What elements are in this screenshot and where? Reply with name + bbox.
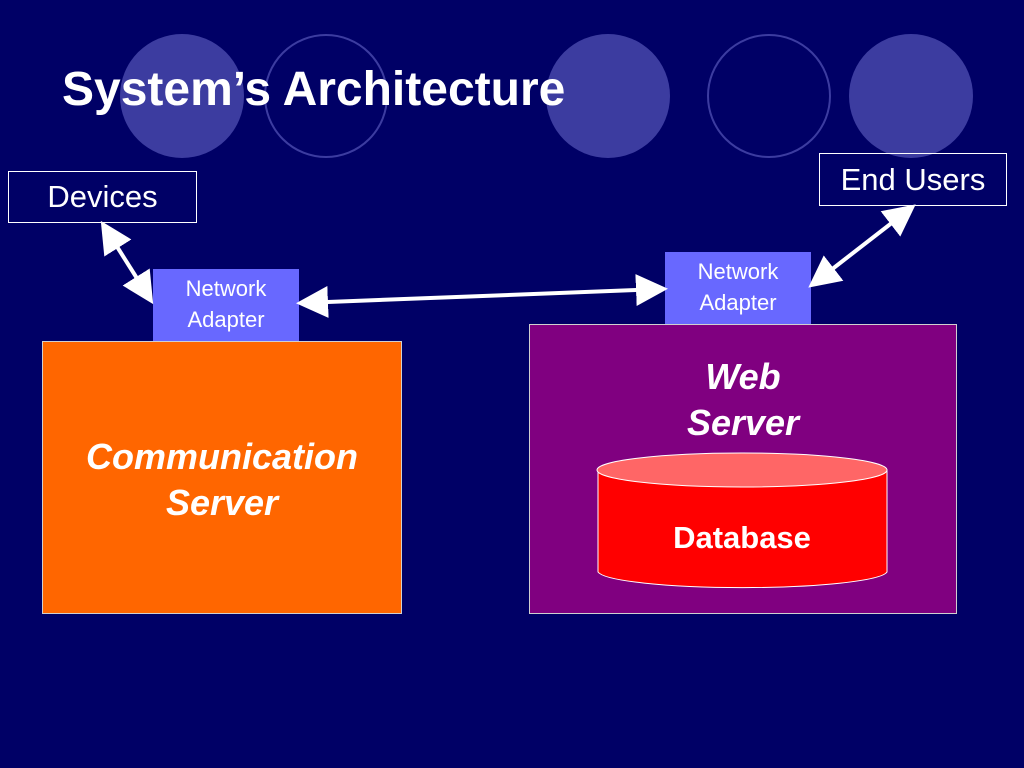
decor-circle-4 [707,34,831,158]
web-server-line2: Server [686,402,800,444]
devices-label: Devices [47,179,158,214]
network-adapter-left-line1: Network [185,276,267,302]
network-adapter-left: Network Adapter [153,269,299,341]
decor-circle-2 [264,34,388,158]
communication-server-line2: Server [165,482,279,524]
decor-circle-5 [849,34,973,158]
decor-circle-3 [546,34,670,158]
database-top [596,452,888,488]
network-adapter-right-line1: Network [697,259,779,285]
communication-server-line1: Communication [85,436,358,477]
slide-title: System’s Architecture [62,63,566,116]
arrow-devices-to-adapter [100,220,154,305]
end-users-label: End Users [840,161,986,197]
arrow-adapter-to-end-users [808,204,916,288]
database-cylinder [596,452,888,589]
network-adapter-left-line2: Adapter [187,307,265,332]
web-server-title: Web Server [530,354,956,446]
arrow-adapter-to-adapter [296,274,668,318]
communication-server-box: Communication Server [42,341,402,614]
database-label: Database [673,520,811,555]
network-adapter-right-line2: Adapter [699,290,777,315]
decor-circle-1 [120,34,244,158]
database-body [597,469,888,589]
end-users-box: End Users [819,153,1007,206]
network-adapter-right: Network Adapter [665,252,811,324]
web-server-line1: Web [705,356,781,397]
communication-server-title: Communication Server [43,434,401,526]
